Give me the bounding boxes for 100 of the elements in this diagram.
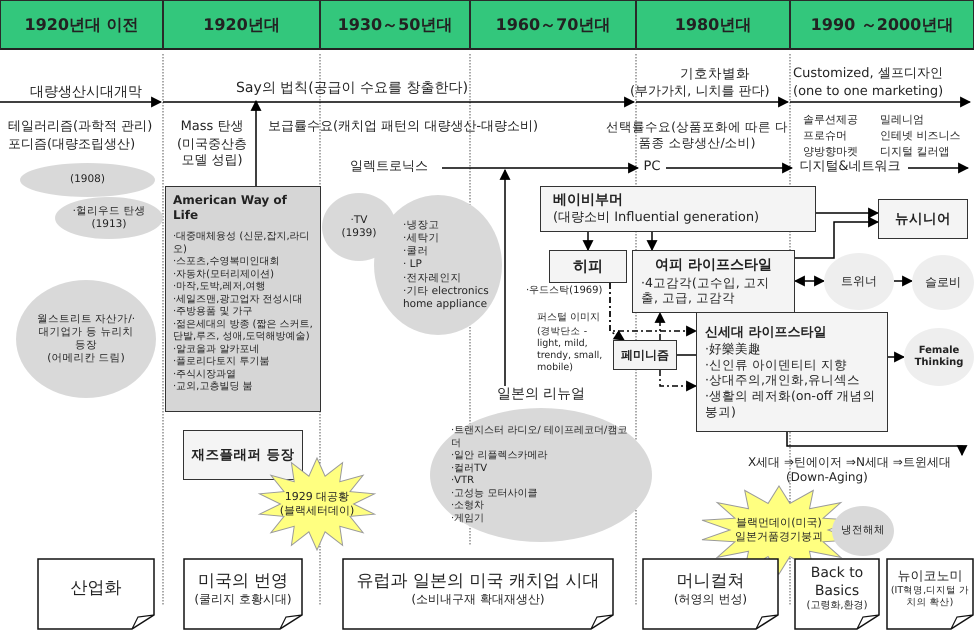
ellipse-text: 슬로비: [924, 275, 962, 290]
bullet-text: ·스포츠,수영복미인대회: [173, 256, 280, 268]
arrow: [654, 312, 666, 340]
note-text: 디지털&네트워크: [798, 159, 902, 176]
ellipse-text: ·소형차: [451, 500, 486, 512]
ellipse-text: (1908): [69, 173, 106, 187]
bullet-text: ·교외,고층빌딩 붐: [173, 381, 254, 394]
period-label: 1990 ～2000년대: [810, 14, 954, 34]
period-label: 1920년대: [202, 14, 281, 34]
era-title: 산업화: [70, 578, 122, 600]
arrow: [666, 162, 794, 174]
period-header: [636, 0, 790, 50]
ellipse-text: ·VTR: [451, 475, 476, 488]
bullet-text: ·대중매체융성 (신문,잡지,라디오): [173, 231, 311, 256]
ellipse-text: ·전자레인지: [403, 272, 462, 285]
note-text: X세대 ⇒틴에이저 ⇒N세대 ⇒트윈세대: [748, 455, 952, 470]
note-text: Mass 탄생: [180, 119, 244, 136]
arrow: [582, 232, 594, 252]
ellipse-text: ·트랜지스터 라디오/ 테이프레코더/캠코더: [451, 425, 628, 450]
note-text: 디지털 킬러앱: [880, 145, 950, 159]
arrow: [442, 162, 640, 174]
period-label: 1980년대: [674, 14, 752, 34]
bullet-text: ·젊은세대의 방종 (짧은 스커트,단발,루즈, 성애,도덕해방예술): [173, 318, 314, 344]
era-title: 유럽과 일본의 미국 캐치업 시대: [356, 570, 600, 592]
note-text: (경박단소 - light, mild, trendy, small, mobile): [537, 326, 604, 374]
connector-line: [677, 354, 696, 356]
period-header: [0, 0, 163, 50]
bullet-text: ·주식시장과열: [173, 368, 238, 381]
note-text: 일렉트로닉스: [350, 159, 429, 176]
period-header: [163, 0, 320, 50]
era-subtitle: (고령화,환경): [806, 600, 868, 613]
box-title: American Way of Life: [173, 193, 288, 223]
era-title: 머니컬쳐: [676, 570, 746, 592]
bullet-text: ·상대주의,개인화,유니섹스: [705, 372, 861, 388]
ellipse-text: ·냉장고: [403, 219, 440, 232]
bullet-text: ·신인류 아이덴티티 지향: [705, 356, 848, 372]
arrow: [816, 208, 880, 218]
note-text: (one to one marketing): [793, 84, 944, 100]
category-box: [540, 186, 816, 232]
arrow: [659, 370, 698, 392]
bullet-text: ·好樂美趣: [705, 341, 762, 357]
category-box: [549, 250, 627, 283]
box-title: 히피: [572, 257, 604, 276]
ellipse-text: · LP: [403, 258, 423, 272]
box-title: 베이비부머: [553, 192, 624, 210]
arrow: [794, 276, 826, 286]
period-header: [470, 0, 636, 50]
arrow: [500, 168, 510, 386]
ellipse-text: ·쿨러: [403, 245, 430, 258]
arrow: [609, 283, 698, 336]
arrow: [894, 276, 914, 286]
note-text: (부가가치, 니치를 판다): [630, 84, 770, 100]
bullet-text: (대량소비 Influential generation): [553, 210, 760, 226]
note-text: 기호차별화: [679, 66, 751, 83]
era-title: 뉴이코노미: [896, 569, 964, 586]
note-text: 밀레니엄: [880, 113, 924, 127]
ellipse-text: (어메리칸 드림): [47, 352, 125, 366]
ellipse-text: 냉전해체: [840, 524, 886, 538]
note-text: 포디즘(대량조립생산): [8, 137, 136, 154]
box-title: 신세대 라이프스타일: [705, 324, 828, 342]
note-text: (미국중산층 모델 성립): [176, 137, 248, 170]
bullet-text: ·알코올과 알카포네: [173, 344, 260, 356]
period-header: [790, 0, 974, 50]
period-label: 1960～70년대: [494, 14, 612, 34]
note-text: 퍼스털 이미지: [537, 312, 600, 324]
arrow: [888, 352, 906, 362]
note-text: 프로슈머: [803, 129, 847, 143]
box-title: 뉴시니어: [894, 210, 952, 228]
period-label: 1930～50년대: [336, 14, 454, 34]
bullet-text: ·4고감각(고수입, 고지출, 고급, 고감각: [641, 274, 771, 306]
bullet-text: ·주방용품 및 가구: [173, 306, 254, 318]
arrow: [786, 432, 968, 456]
box-title: 페미니즘: [620, 348, 670, 362]
ellipse-text: ·TV: [350, 214, 368, 227]
ellipse-text: (1913): [90, 218, 128, 232]
bullet-text: ·마작,도박,레저,여행: [173, 281, 267, 294]
arrow: [646, 232, 658, 252]
node-caption: ·우드스탁(1969): [526, 285, 602, 298]
note-text: 인테넷 비즈니스: [880, 129, 960, 143]
ellipse-text: ·일안 리플렉스카메라: [451, 450, 548, 462]
category-box: [696, 312, 888, 432]
era-subtitle: (허영의 번성): [672, 592, 748, 608]
ellipse-text: Female Thinking: [914, 344, 964, 370]
ellipse-text: 트위너: [840, 274, 878, 289]
note-text: 대량생산시대개막: [30, 84, 142, 102]
burst-text: (블랙세터데이): [278, 504, 356, 518]
bullet-text: ·생활의 레저화(on-off 개념의 붕괴): [705, 388, 876, 420]
era-subtitle: (소비내구재 확대재생산): [410, 592, 546, 608]
category-box: [878, 199, 968, 239]
ellipse-text: ·게임기: [451, 512, 486, 525]
ellipse-text: ·컬러TV: [451, 462, 488, 475]
note-text: PC: [642, 159, 662, 176]
note-text: (Down-Aging): [785, 470, 869, 485]
category-box: [165, 186, 321, 412]
ellipse-text: 월스트리트 자산가/·대기업가 등 뉴리치 등장: [36, 312, 136, 352]
category-box: [183, 430, 303, 480]
era-title: Back to Basics: [810, 565, 864, 600]
burst-text: 1929 대공황: [284, 490, 350, 504]
bullet-text: ·플로리다토지 투기붐: [173, 356, 270, 368]
category-box: [613, 340, 677, 370]
